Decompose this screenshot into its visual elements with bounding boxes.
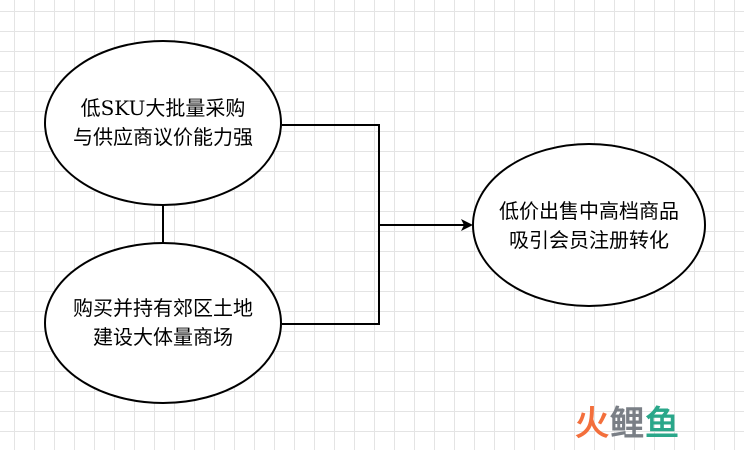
node-n2-line-2: 建设大体量商场: [93, 325, 233, 349]
node-n1-line-2: 与供应商议价能力强: [73, 125, 253, 149]
edge-n2-n3: [282, 225, 380, 325]
node-n3-label: 低价出售中高档商品 吸引会员注册转化: [473, 197, 705, 255]
node-n2-line-1: 购买并持有郊区土地: [73, 296, 253, 320]
node-n1-label: 低SKU大批量采购 与供应商议价能力强: [45, 94, 281, 152]
node-n1-line-1: 低SKU大批量采购: [80, 96, 246, 120]
node-n2-label: 购买并持有郊区土地 建设大体量商场: [45, 294, 281, 352]
watermark-part-2: 鲤: [610, 404, 645, 444]
node-n3-line-2: 吸引会员注册转化: [509, 228, 669, 252]
node-n1-shape[interactable]: [44, 40, 282, 206]
edge-n1-n3: [282, 124, 380, 225]
node-n2-shape[interactable]: [44, 242, 282, 404]
watermark-part-3: 鱼: [645, 404, 680, 444]
node-n3-line-1: 低价出售中高档商品: [499, 199, 679, 223]
watermark-logo: 火鲤鱼: [575, 402, 725, 446]
watermark-part-1: 火: [575, 404, 610, 444]
node-n3-shape[interactable]: [472, 143, 706, 307]
